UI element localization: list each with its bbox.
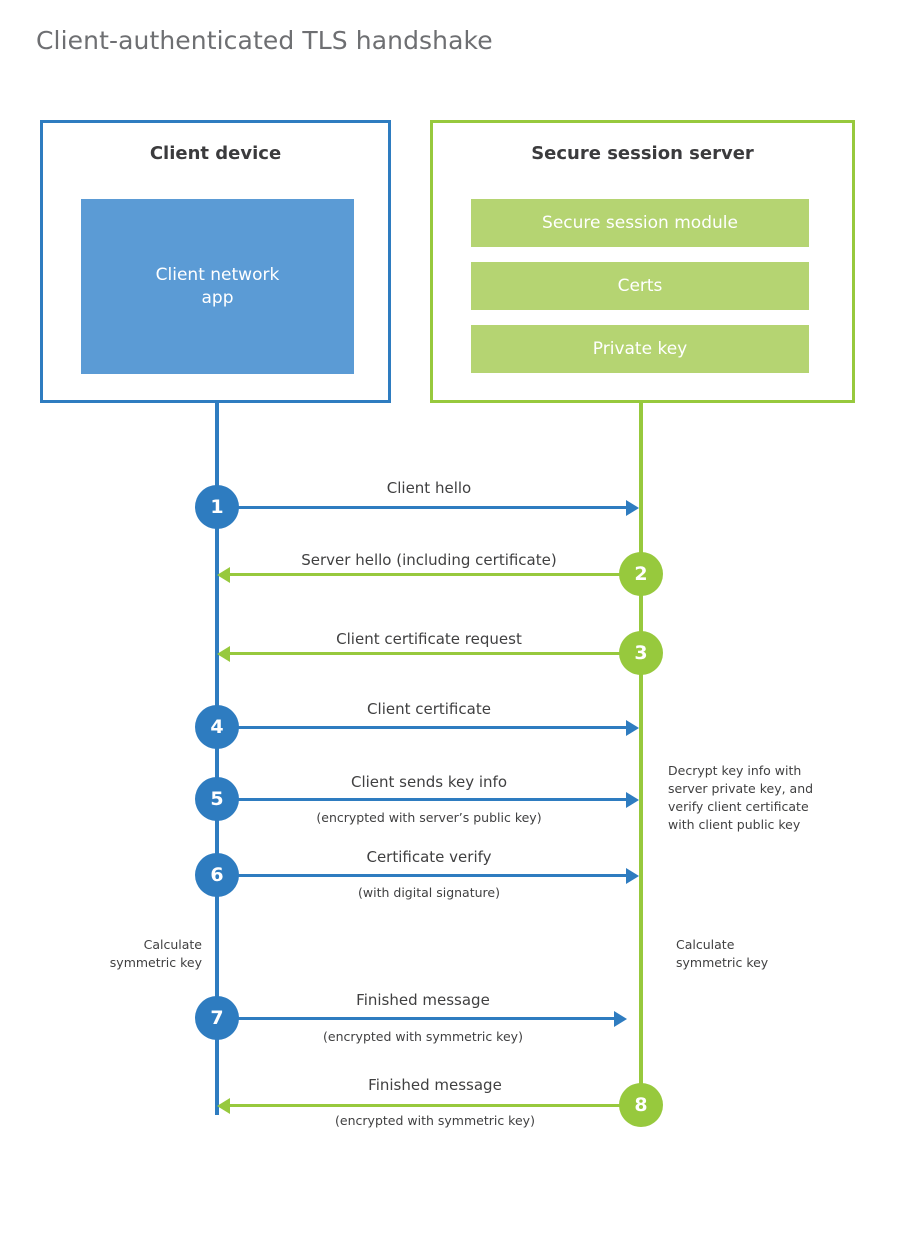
message-6-label: Certificate verify <box>366 848 492 866</box>
message-5-line <box>217 798 628 801</box>
server-block-secure-session-module: Secure session module <box>471 199 809 247</box>
message-6-line <box>217 874 628 877</box>
message-7-label: Finished message <box>356 991 490 1009</box>
step-badge-5[interactable]: 5 <box>195 777 239 821</box>
message-5-sublabel: (encrypted with server’s public key) <box>316 810 542 825</box>
message-8-arrowhead <box>217 1097 230 1114</box>
page-title: Client-authenticated TLS handshake <box>36 26 493 55</box>
secure-session-server-title: Secure session server <box>531 143 754 164</box>
client-device-title: Client device <box>149 143 282 164</box>
message-7-sublabel: (encrypted with symmetric key) <box>323 1029 523 1044</box>
message-7-line <box>217 1017 616 1020</box>
message-8-line <box>230 1104 641 1107</box>
step-badge-4[interactable]: 4 <box>195 705 239 749</box>
step-badge-3[interactable]: 3 <box>619 631 663 675</box>
message-1-label: Client hello <box>386 479 472 497</box>
step-badge-8[interactable]: 8 <box>619 1083 663 1127</box>
message-7-arrowhead <box>614 1010 627 1027</box>
message-1-line <box>217 506 628 509</box>
message-4-line <box>217 726 628 729</box>
message-5-label: Client sends key info <box>350 773 507 791</box>
message-4-arrowhead <box>626 719 639 736</box>
server-lifeline <box>639 403 643 1105</box>
message-2-label: Server hello (including certificate) <box>301 551 557 569</box>
message-4-label: Client certificate <box>367 700 491 718</box>
step-badge-6[interactable]: 6 <box>195 853 239 897</box>
message-6-sublabel: (with digital signature) <box>358 885 500 900</box>
client-lifeline <box>215 403 219 1115</box>
server-block-private-key: Private key <box>471 325 809 373</box>
step-badge-2[interactable]: 2 <box>619 552 663 596</box>
actor-box-secure-session-server: Secure session server Secure session mod… <box>430 120 855 403</box>
message-5-arrowhead <box>626 791 639 808</box>
message-1-arrowhead <box>626 499 639 516</box>
message-8-sublabel: (encrypted with symmetric key) <box>335 1113 535 1128</box>
step-badge-1[interactable]: 1 <box>195 485 239 529</box>
message-3-arrowhead <box>217 645 230 662</box>
message-6-arrowhead <box>626 867 639 884</box>
message-2-arrowhead <box>217 566 230 583</box>
step-badge-7[interactable]: 7 <box>195 996 239 1040</box>
message-2-line <box>230 573 641 576</box>
message-8-label: Finished message <box>368 1076 502 1094</box>
message-3-line <box>230 652 641 655</box>
message-3-label: Client certificate request <box>336 630 522 648</box>
server-block-certs: Certs <box>471 262 809 310</box>
